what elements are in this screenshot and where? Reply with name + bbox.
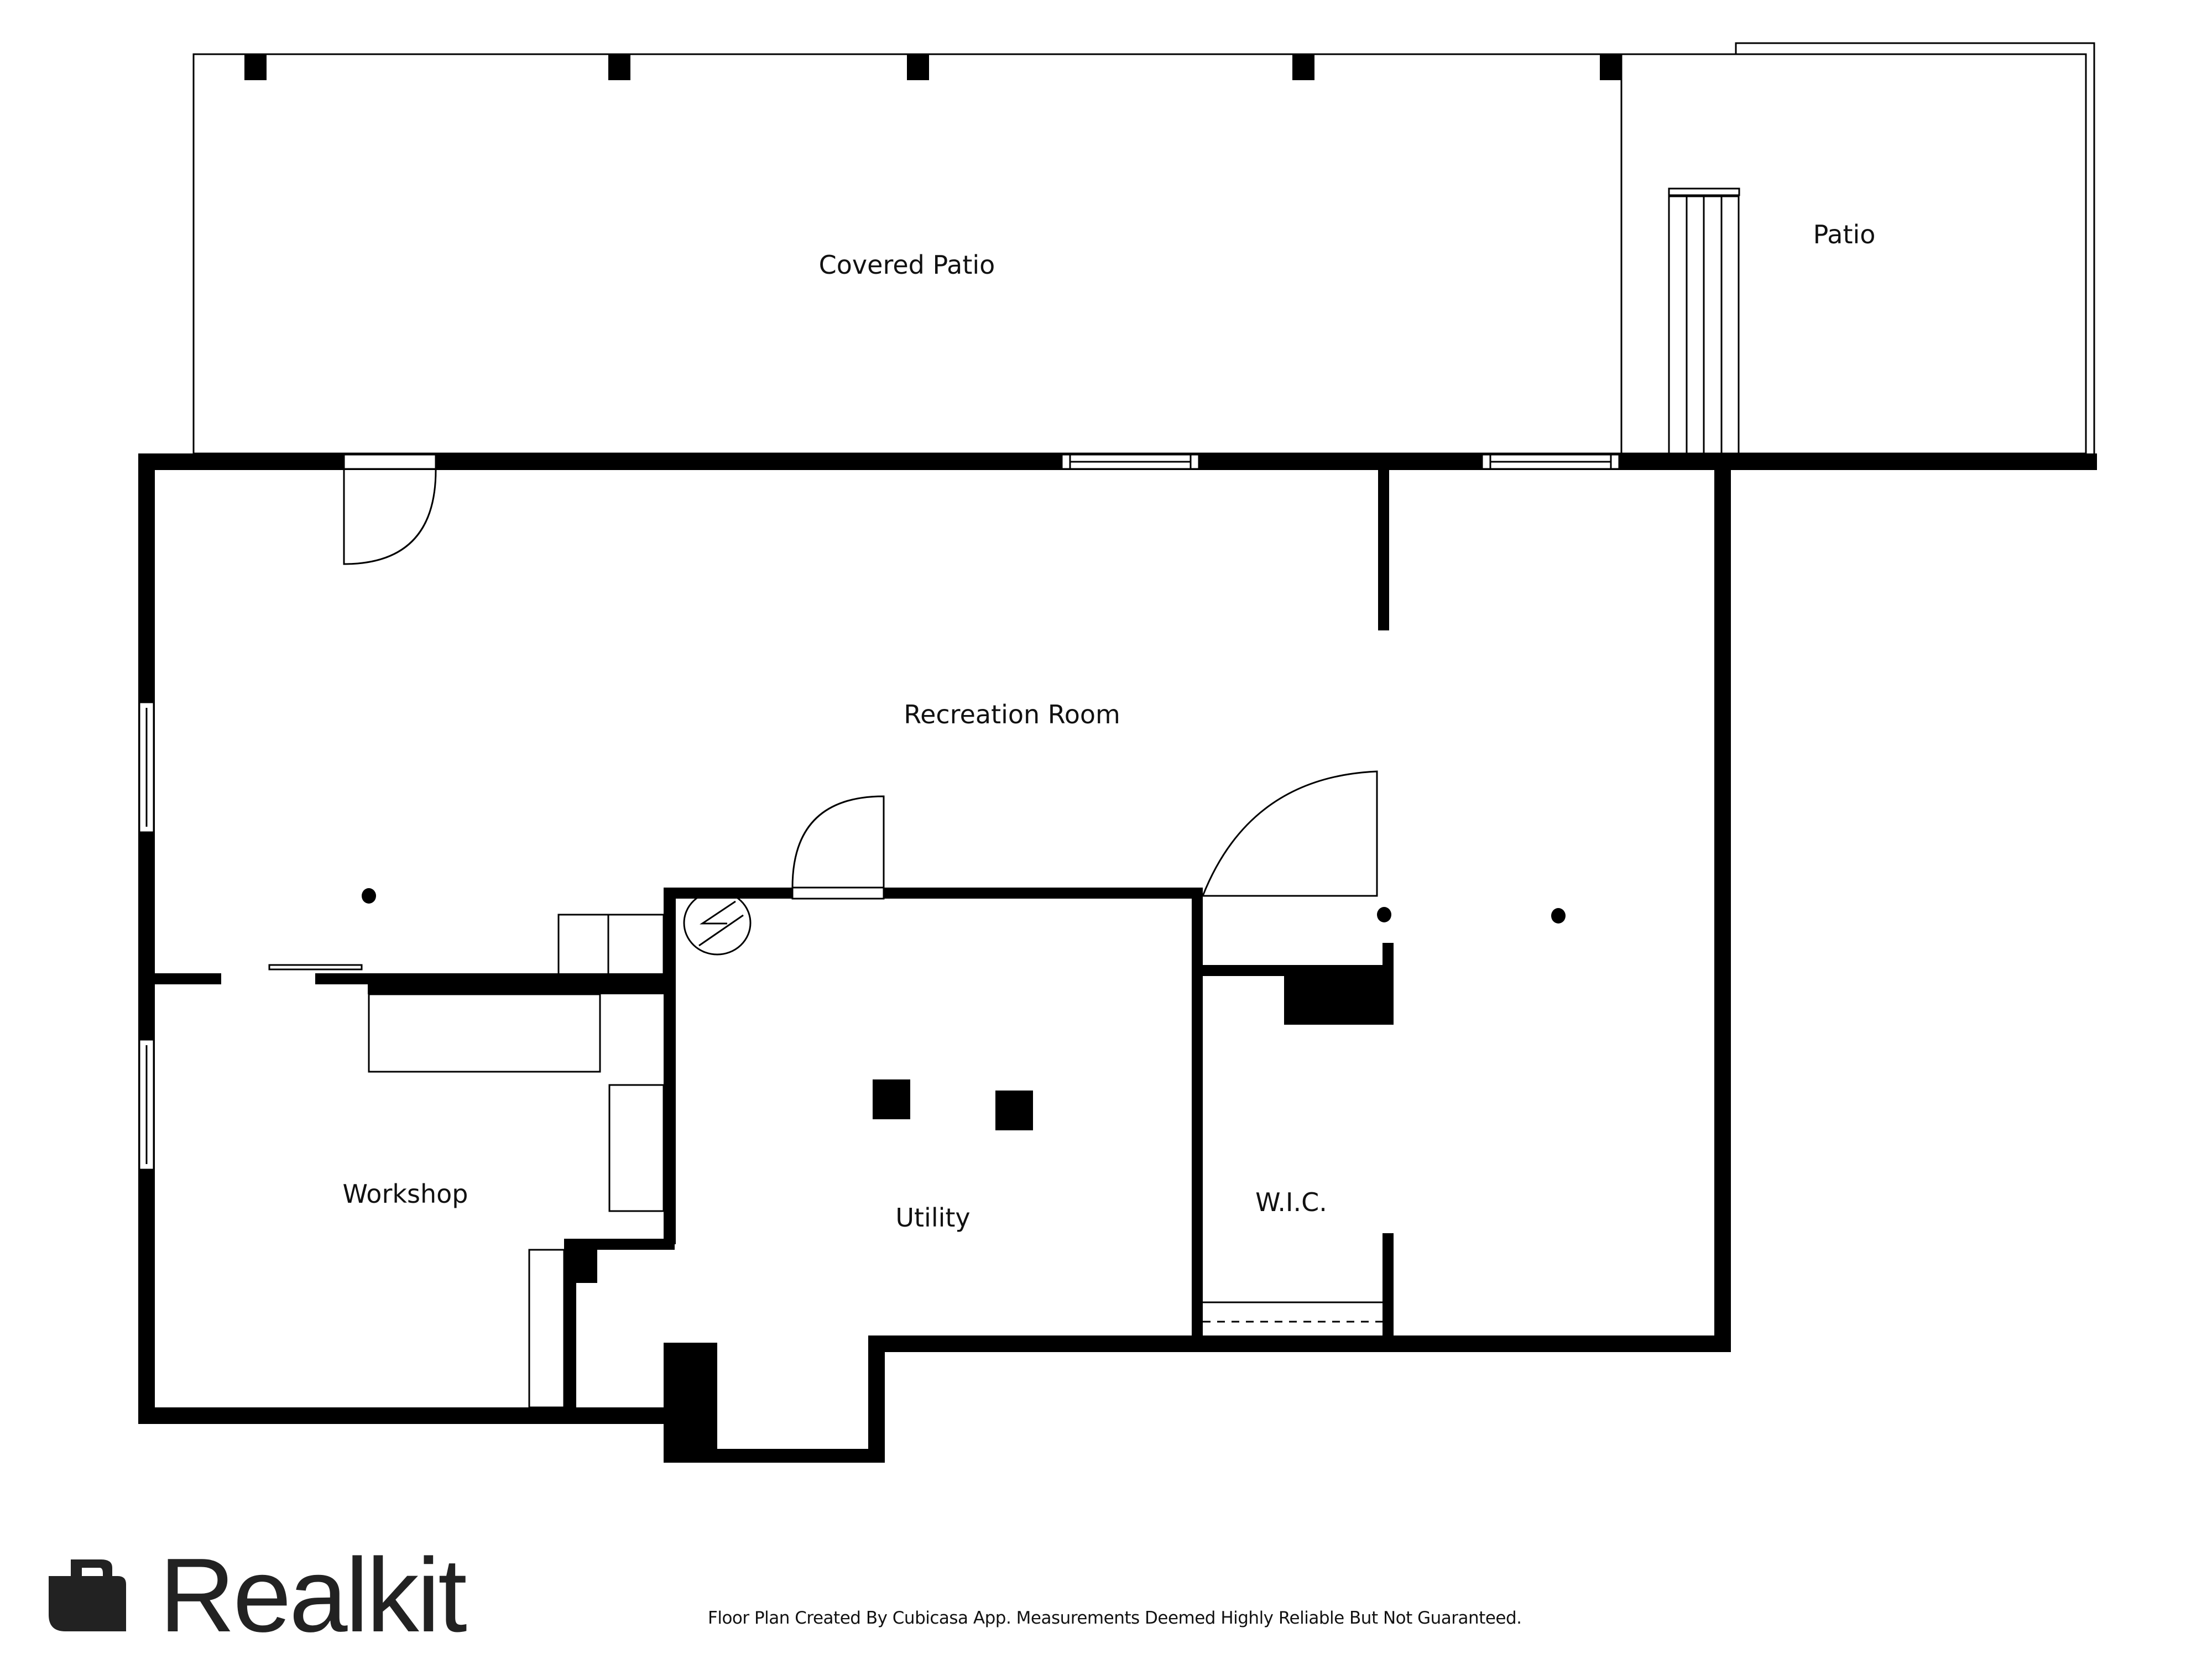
shopping-bag-icon bbox=[49, 1559, 126, 1631]
top-wall-openings bbox=[343, 453, 1620, 470]
utility-walls bbox=[664, 886, 1203, 1344]
electrical-panel-icon bbox=[683, 890, 752, 956]
room-label-wic: W.I.C. bbox=[1255, 1187, 1327, 1217]
disclaimer: Floor Plan Created By Cubicasa App. Meas… bbox=[708, 1608, 1522, 1628]
logo-text: Realkit bbox=[159, 1537, 467, 1654]
room-label-utility: Utility bbox=[895, 1203, 970, 1233]
room-label-recreation-room: Recreation Room bbox=[904, 700, 1120, 729]
room-label-workshop: Workshop bbox=[343, 1179, 468, 1209]
interior-wall-stub bbox=[1378, 470, 1389, 630]
closet-rod bbox=[1203, 1301, 1383, 1323]
post bbox=[362, 888, 376, 904]
column bbox=[873, 1079, 910, 1119]
rec-door-swing bbox=[1201, 770, 1378, 897]
stairs bbox=[1668, 187, 1740, 455]
column bbox=[995, 1091, 1033, 1130]
realkit-logo: Realkit bbox=[49, 1537, 467, 1654]
room-label-covered-patio: Covered Patio bbox=[819, 250, 995, 280]
exterior-walls bbox=[138, 453, 2097, 1463]
post bbox=[1377, 907, 1391, 922]
wic-walls bbox=[1199, 943, 1394, 1352]
post bbox=[1551, 908, 1566, 924]
workshop-cabinets bbox=[368, 914, 665, 1408]
left-windows bbox=[138, 701, 155, 1171]
room-label-patio: Patio bbox=[1813, 220, 1876, 249]
workshop-walls bbox=[138, 888, 676, 1416]
utility-door-swing bbox=[791, 795, 885, 888]
door-swing bbox=[343, 469, 437, 565]
